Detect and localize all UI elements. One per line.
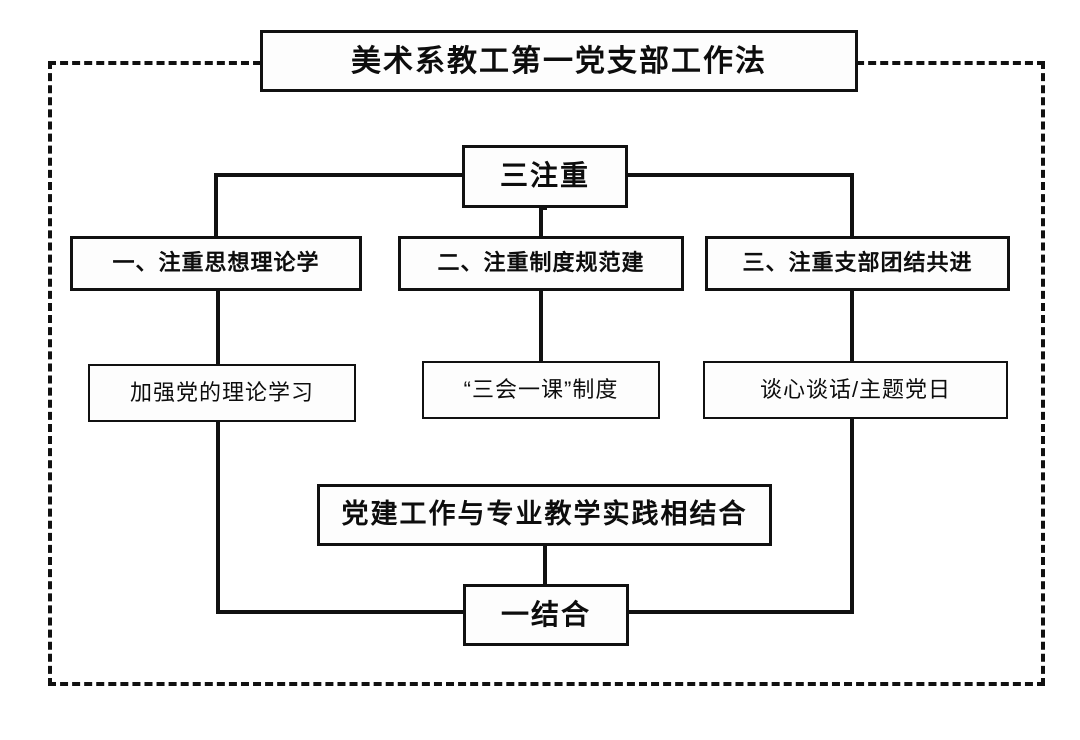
connector-core-to-branchbar (543, 206, 547, 210)
detail-box-3: 谈心谈话/主题党日 (703, 361, 1008, 419)
connector-branchbar-right (626, 173, 854, 177)
combine-practice-box: 党建工作与专业教学实践相结合 (317, 484, 772, 546)
pillar-box-3: 三、注重支部团结共进 (705, 236, 1010, 291)
detail-label-2: “三会一课”制度 (463, 376, 619, 402)
connector-branchbar-left (214, 173, 464, 177)
diagram-title-box: 美术系教工第一党支部工作法 (260, 30, 858, 92)
pillar-box-2: 二、注重制度规范建 (398, 236, 684, 291)
result-concept-text: 一结合 (500, 598, 591, 630)
detail-box-2: “三会一课”制度 (422, 361, 660, 419)
connector-pillar-1-to-detail-1 (216, 289, 220, 367)
combine-practice-text: 党建工作与专业教学实践相结合 (341, 499, 748, 530)
connector-pillar-3-to-detail-3 (850, 289, 854, 364)
core-concept-text: 三注重 (499, 160, 590, 192)
result-concept-box: 一结合 (463, 584, 629, 646)
detail-label-1: 加强党的理论学习 (129, 379, 314, 405)
connector-right-rail-down (850, 417, 854, 614)
connector-left-rail-down (216, 420, 220, 614)
pillar-box-1: 一、注重思想理论学 (70, 236, 362, 291)
connector-branch-to-pillar-1 (214, 173, 218, 238)
connector-bottom-rail-right (626, 610, 854, 614)
detail-label-3: 谈心谈话/主题党日 (759, 376, 952, 402)
pillar-label-2: 二、注重制度规范建 (437, 250, 645, 276)
connector-branch-to-pillar-3 (850, 173, 854, 238)
connector-branch-to-pillar-2 (539, 206, 543, 238)
pillar-label-1: 一、注重思想理论学 (112, 250, 320, 276)
detail-box-1: 加强党的理论学习 (88, 364, 356, 422)
pillar-label-3: 三、注重支部团结共进 (742, 250, 973, 276)
connector-pillar-2-to-detail-2 (539, 289, 543, 364)
connector-combine-to-result (543, 544, 547, 586)
connector-bottom-rail-left (216, 610, 466, 614)
core-concept-box: 三注重 (462, 145, 628, 208)
diagram-title-text: 美术系教工第一党支部工作法 (351, 44, 767, 78)
